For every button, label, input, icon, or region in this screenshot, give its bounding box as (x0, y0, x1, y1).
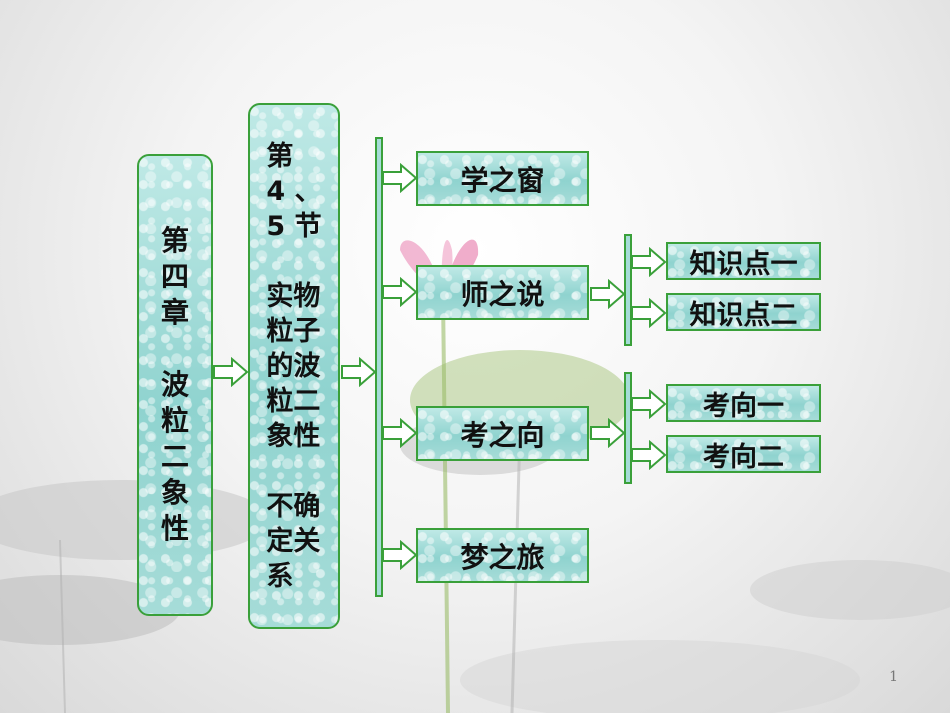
shi-zhi-shuo-bracket (624, 234, 632, 346)
chapter-box[interactable]: 第 四 章 波 粒 二 象 性 (137, 154, 213, 616)
kao-zhi-xiang-bracket (624, 372, 632, 484)
kaoxiang-2[interactable]: 考向二 (666, 435, 821, 473)
arrow-to-part-2 (382, 277, 418, 307)
parts-bracket (375, 137, 383, 597)
arrow-section-to-parts (341, 357, 377, 387)
part-meng-zhi-lv[interactable]: 梦之旅 (416, 528, 589, 583)
part-kao-zhi-xiang[interactable]: 考之向 (416, 406, 589, 461)
section-box[interactable]: 第 4 、 5 节 实物 粒子 的波 粒二 象性 不确 定关 系 (248, 103, 340, 629)
kaoxiang-label: 考向一 (703, 390, 784, 422)
kaoxiang-1[interactable]: 考向一 (666, 384, 821, 422)
part-shi-zhi-shuo[interactable]: 师之说 (416, 265, 589, 320)
zhishidian-label: 知识点二 (689, 299, 798, 331)
arrow-shi-zhi-shuo-to-bracket (590, 279, 626, 309)
kaoxiang-label: 考向二 (703, 441, 784, 473)
arrow-to-part-1 (382, 163, 418, 193)
arrow-to-kaoxiang-1 (631, 389, 667, 419)
arrow-chapter-to-section (213, 357, 249, 387)
zhishidian-2[interactable]: 知识点二 (666, 293, 821, 331)
arrow-to-part-4 (382, 540, 418, 570)
part-label: 师之说 (460, 277, 545, 311)
part-label: 梦之旅 (460, 540, 545, 574)
part-label: 学之窗 (460, 163, 545, 197)
part-xue-zhi-chuang[interactable]: 学之窗 (416, 151, 589, 206)
arrow-kao-zhi-xiang-to-bracket (590, 418, 626, 448)
zhishidian-1[interactable]: 知识点一 (666, 242, 821, 280)
zhishidian-label: 知识点一 (689, 248, 798, 280)
page-number: 1 (889, 669, 898, 685)
arrow-to-zhishidian-2 (631, 298, 667, 328)
part-label: 考之向 (460, 418, 545, 452)
arrow-to-zhishidian-1 (631, 247, 667, 277)
section-title: 第 4 、 5 节 实物 粒子 的波 粒二 象性 不确 定关 系 (266, 140, 322, 592)
arrow-to-part-3 (382, 418, 418, 448)
arrow-to-kaoxiang-2 (631, 440, 667, 470)
chapter-title: 第 四 章 波 粒 二 象 性 (160, 224, 189, 545)
